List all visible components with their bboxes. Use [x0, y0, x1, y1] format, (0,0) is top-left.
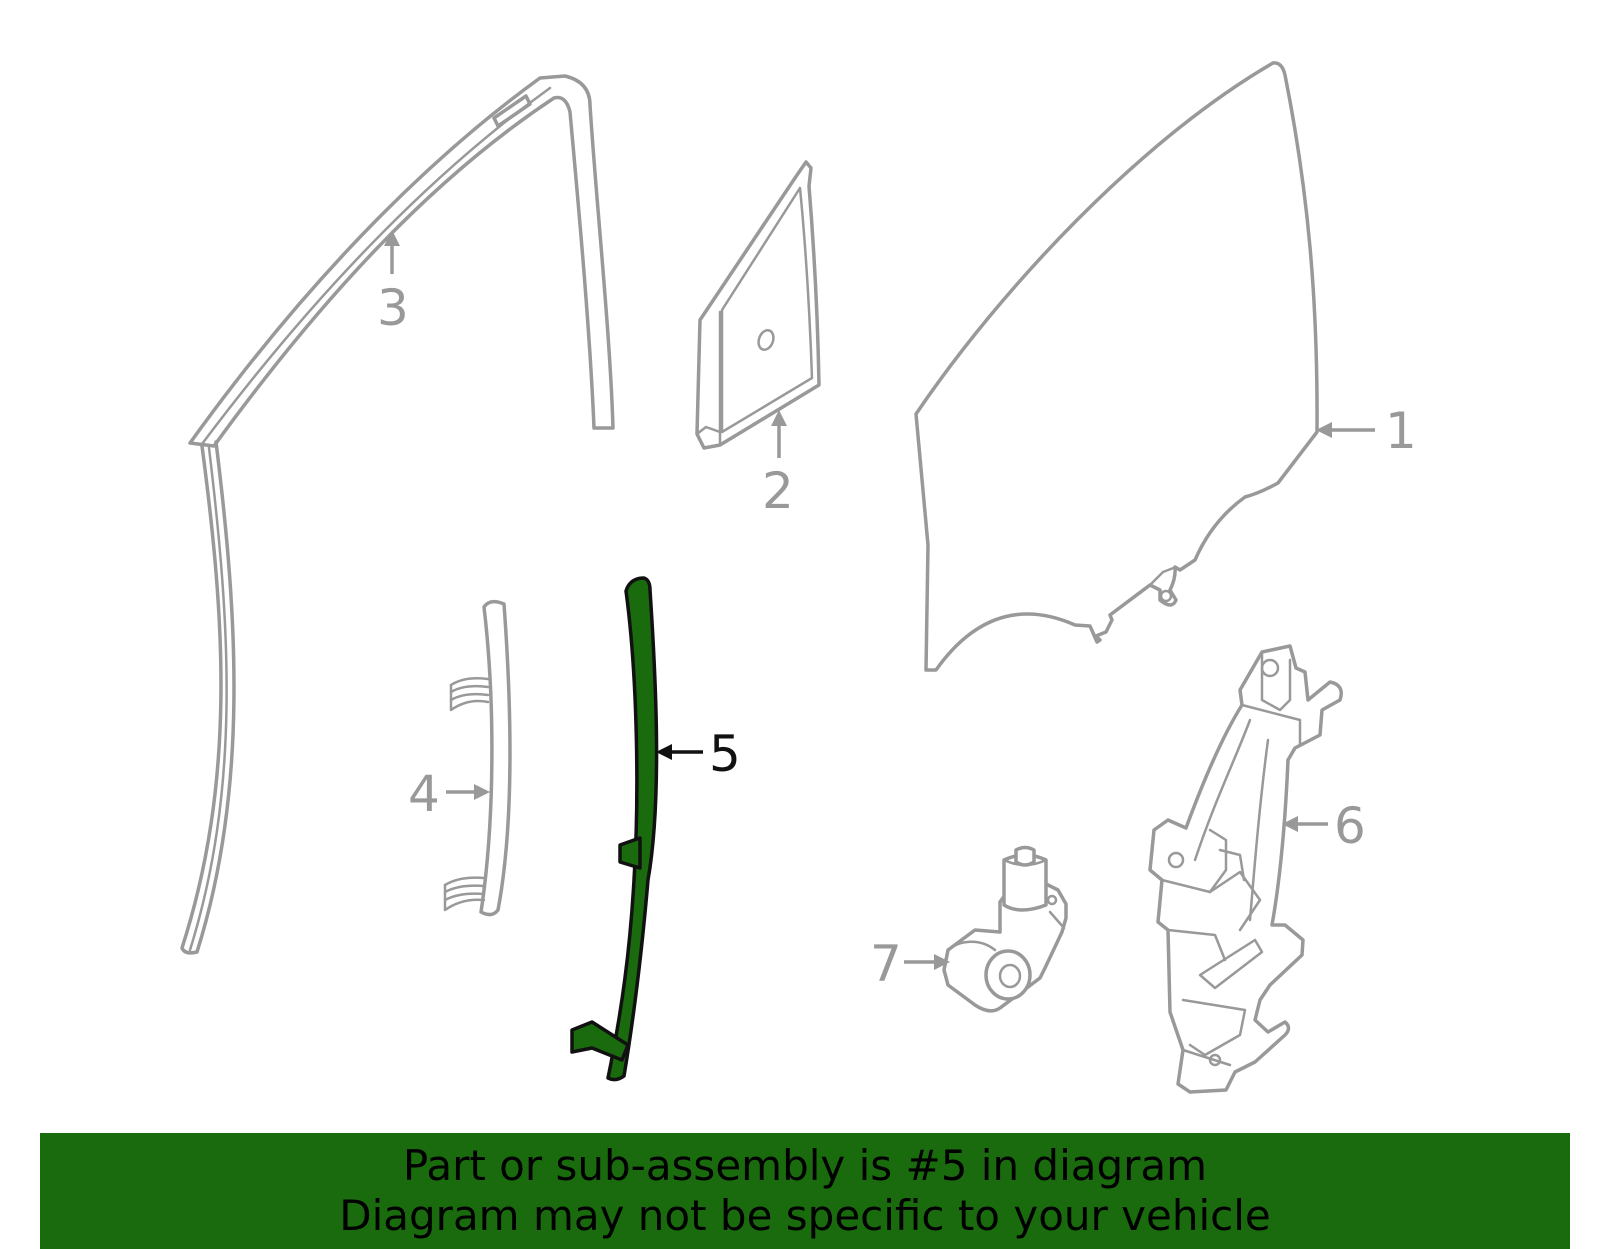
callout-label-2: 2 [762, 462, 794, 520]
callout-label-6: 6 [1334, 797, 1366, 855]
banner-line-2: Diagram may not be specific to your vehi… [339, 1191, 1271, 1240]
callout-6: 6 [1282, 797, 1366, 855]
part-6-window-regulator[interactable] [1148, 644, 1343, 1094]
banner-line-1: Part or sub-assembly is #5 in diagram [402, 1141, 1208, 1190]
part-5-front-channel[interactable] [570, 576, 659, 1082]
part-4-rear-channel[interactable] [443, 599, 512, 917]
part-1-door-glass[interactable] [914, 61, 1319, 672]
callout-label-1: 1 [1385, 402, 1417, 460]
part-3-glass-run-channel[interactable] [180, 74, 615, 955]
callout-4: 4 [408, 765, 490, 823]
callout-label-7: 7 [870, 935, 902, 993]
callout-label-3: 3 [377, 279, 409, 337]
callout-7: 7 [870, 935, 950, 993]
callout-2: 2 [762, 410, 794, 520]
info-banner: Part or sub-assembly is #5 in diagram Di… [40, 1133, 1570, 1249]
callout-label-4: 4 [408, 765, 440, 823]
callout-label-5: 5 [709, 725, 741, 783]
callout-3: 3 [377, 230, 409, 337]
callout-1: 1 [1316, 402, 1417, 460]
callout-5: 5 [656, 725, 741, 783]
part-7-regulator-motor[interactable] [942, 845, 1068, 1013]
part-2-quarter-glass[interactable] [695, 160, 821, 450]
